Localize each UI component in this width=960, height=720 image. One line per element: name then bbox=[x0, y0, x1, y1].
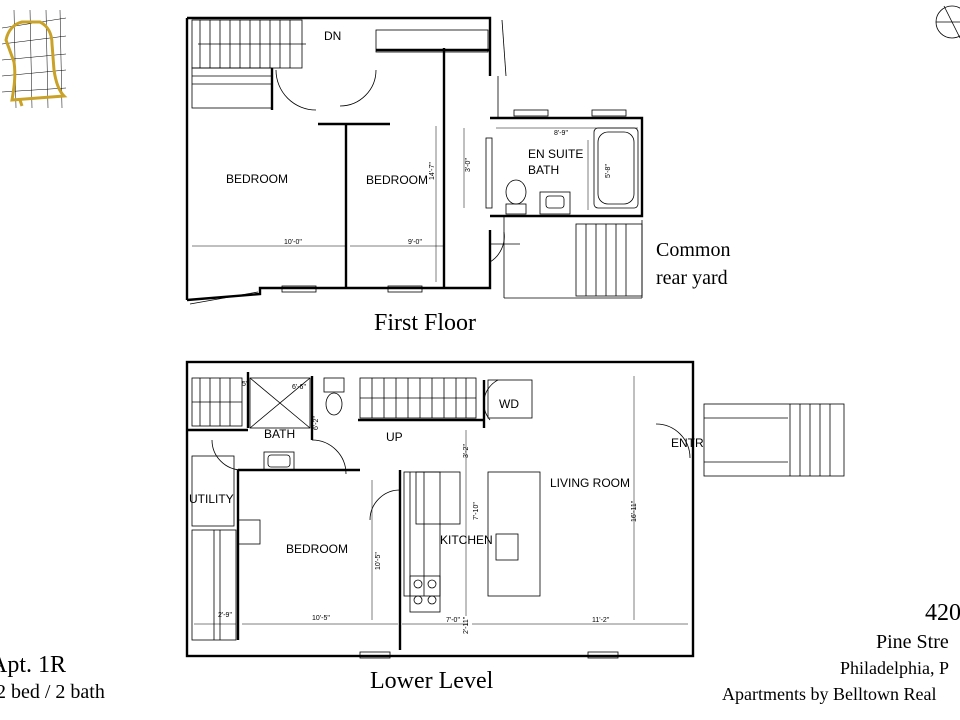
address-city: Philadelphia, P bbox=[840, 658, 949, 678]
common-yard-line2: rear yard bbox=[656, 267, 728, 289]
dim-kitchen-stair: 3'-2" bbox=[463, 444, 470, 458]
dim-tub-length: 5'-8" bbox=[605, 164, 612, 178]
dim-bedroom-depth: 10'-5" bbox=[375, 552, 382, 570]
first-floor-title: First Floor bbox=[374, 310, 476, 336]
entry-label: ENTR bbox=[671, 436, 704, 450]
address-agency: Apartments by Belltown Real bbox=[722, 684, 936, 704]
dim-bedroom-width: 10'-5" bbox=[312, 615, 330, 622]
dim-bath-width: 8'-9" bbox=[554, 130, 568, 137]
bath-label: BATH bbox=[264, 427, 295, 441]
en-suite-label: EN SUITE bbox=[528, 147, 583, 161]
first-floor-plan: DN BEDROOM BEDROOM EN SUITE BATH 10'-0" … bbox=[185, 16, 644, 336]
dim-left-bedroom-width: 10'-0" bbox=[284, 239, 302, 246]
dim-shower-left: 5' bbox=[242, 381, 247, 388]
utility-label: UTILITY bbox=[189, 492, 234, 506]
living-room-label: LIVING ROOM bbox=[550, 476, 630, 490]
apartment-summary: 2 bed / 2 bath bbox=[0, 681, 105, 703]
en-suite-bath-label: BATH bbox=[528, 163, 559, 177]
dim-living-depth: 16'-11" bbox=[631, 500, 638, 522]
bedroom-left-label: BEDROOM bbox=[226, 172, 288, 186]
dim-bedroom-depth: 14'-7" bbox=[429, 162, 436, 180]
dim-kitchen-width: 7'-0" bbox=[446, 617, 460, 624]
stairs-down-label: DN bbox=[324, 29, 341, 43]
lower-level-plan: BATH UTILITY BEDROOM KITCHEN LIVING ROOM… bbox=[185, 360, 845, 694]
dim-kitchen-depth: 7'-10" bbox=[473, 502, 480, 520]
address-number: 420 bbox=[925, 600, 960, 626]
bedroom-label: BEDROOM bbox=[286, 542, 348, 556]
bedroom-right-label: BEDROOM bbox=[366, 173, 428, 187]
washer-dryer-label: WD bbox=[499, 397, 519, 411]
kitchen-label: KITCHEN bbox=[440, 533, 493, 547]
lower-level-title: Lower Level bbox=[370, 668, 494, 694]
dim-bath-closet: 3'-0" bbox=[465, 158, 472, 172]
dim-kitchen-counter: 2'-11" bbox=[463, 616, 470, 634]
stairs-up-label: UP bbox=[386, 430, 403, 444]
north-arrow-icon bbox=[935, 5, 960, 39]
dim-right-bedroom-width: 9'-0" bbox=[408, 239, 422, 246]
dim-shower-width: 6'-6" bbox=[292, 384, 306, 391]
common-yard-line1: Common bbox=[656, 239, 730, 261]
address-street: Pine Stre bbox=[876, 631, 949, 653]
dim-living-width: 11'-2" bbox=[592, 617, 610, 624]
liberty-bell-logo bbox=[1, 9, 68, 109]
apartment-unit: Apt. 1R bbox=[0, 652, 66, 678]
dim-bath-depth: 6'-2" bbox=[313, 416, 320, 430]
dim-utility-width: 2'-9" bbox=[218, 612, 232, 619]
